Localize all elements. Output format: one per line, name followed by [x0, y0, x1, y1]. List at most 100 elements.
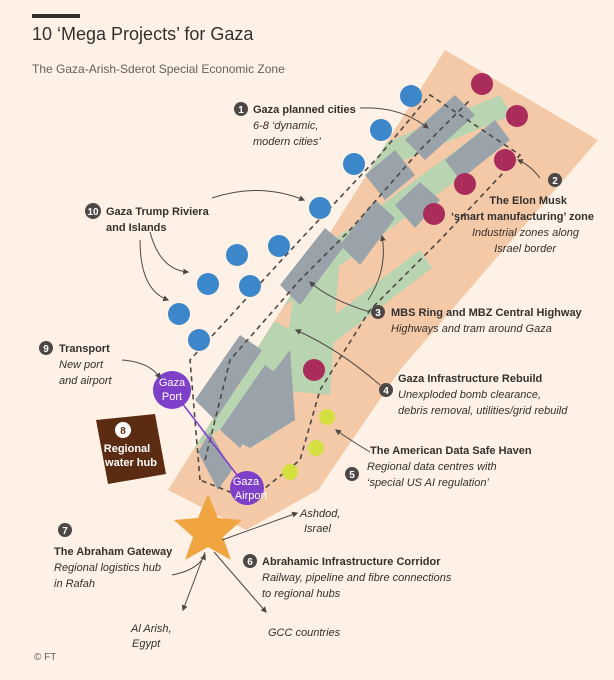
badge-8 — [115, 422, 131, 438]
project-1-desc-1: 6-8 ‘dynamic, — [253, 120, 318, 132]
data-haven-dots — [282, 409, 335, 480]
corridor-arrow-ashdod — [221, 511, 299, 541]
arish-label-1: Al Arish, — [130, 623, 172, 635]
airport-label-2: Airport — [235, 490, 267, 502]
city-block — [445, 120, 510, 180]
planned-city-dot — [197, 273, 219, 295]
badge-2-number: 2 — [552, 176, 558, 187]
port-airport-link — [171, 389, 248, 489]
project-3-desc-1: Highways and tram around Gaza — [391, 323, 552, 335]
project-10-name-2: and Islands — [106, 222, 167, 234]
corridor-arrow-arish — [181, 551, 206, 612]
planned-city-dot — [188, 329, 210, 351]
leader-7 — [171, 553, 206, 576]
project-7-desc-2: in Rafah — [54, 578, 95, 590]
industrial-dot — [494, 149, 516, 171]
planned-city-dot — [343, 153, 365, 175]
project-5-desc-1: Regional data centres with — [367, 461, 497, 473]
project-4-desc-2: debris removal, utilities/grid rebuild — [398, 405, 568, 417]
ashdod-label-1: Ashdod, — [299, 508, 340, 520]
water-hub-label-1: Regional — [104, 443, 150, 455]
industrial-dot — [303, 359, 325, 381]
planned-city-dot — [226, 244, 248, 266]
leader-10c — [139, 239, 170, 302]
leader-5 — [335, 429, 371, 453]
data-haven-dot — [319, 409, 335, 425]
project-5-name: The American Data Safe Haven — [370, 445, 532, 457]
badge-10 — [85, 203, 101, 219]
project-1-desc-2: modern cities’ — [253, 136, 321, 148]
leader-3b — [309, 281, 371, 313]
badge-4 — [379, 383, 393, 397]
city-block — [225, 350, 295, 448]
industrial-dot — [506, 105, 528, 127]
industrial-dot — [454, 173, 476, 195]
city-block — [198, 432, 232, 490]
data-haven-dot — [308, 440, 324, 456]
page-subtitle: The Gaza-Arish-Sderot Special Economic Z… — [32, 62, 285, 76]
leader-2 — [516, 159, 541, 179]
planned-city-dot — [400, 85, 422, 107]
badge-5-number: 5 — [349, 470, 355, 481]
ashdod-label-2: Israel — [304, 523, 331, 535]
industrial-dot — [423, 203, 445, 225]
project-6-desc-1: Railway, pipeline and fibre connections — [262, 572, 452, 584]
badge-10-number: 10 — [87, 207, 99, 218]
industrial-dot — [471, 73, 493, 95]
badge-9 — [39, 341, 53, 355]
project-9-name: Transport — [59, 343, 110, 355]
planned-city-dot — [268, 235, 290, 257]
badge-7 — [58, 523, 72, 537]
data-haven-dot — [282, 464, 298, 480]
badge-7-number: 7 — [62, 526, 68, 537]
project-4-name: Gaza Infrastructure Rebuild — [398, 373, 542, 385]
leader-1 — [359, 107, 429, 129]
copyright: © FT — [34, 652, 56, 663]
page-title: 10 ‘Mega Projects’ for Gaza — [32, 24, 254, 44]
badge-2 — [548, 173, 562, 187]
leader-3a — [367, 234, 386, 301]
central-highway — [204, 99, 471, 461]
gcc-label: GCC countries — [268, 627, 341, 639]
project-6-desc-2: to regional hubs — [262, 588, 341, 600]
project-6-name: Abrahamic Infrastructure Corridor — [262, 556, 441, 568]
abraham-gateway-star — [174, 494, 242, 560]
port-label-1: Gaza — [159, 377, 186, 389]
project-2-name-2: ‘smart manufacturing’ zone — [451, 211, 594, 223]
planned-city-dot — [168, 303, 190, 325]
badge-8-number: 8 — [120, 426, 126, 437]
arish-label-2: Egypt — [132, 638, 161, 650]
project-7-name: The Abraham Gateway — [54, 546, 173, 558]
badge-1-number: 1 — [238, 105, 244, 116]
planned-city-dot — [370, 119, 392, 141]
badge-4-number: 4 — [383, 386, 389, 397]
water-hub-label-2: water hub — [104, 457, 157, 469]
project-2-desc-1: Industrial zones along — [472, 227, 580, 239]
planned-city-dots — [168, 85, 422, 351]
city-block — [195, 335, 262, 420]
project-1-name: Gaza planned cities — [253, 104, 356, 116]
planned-city-dot — [309, 197, 331, 219]
city-block — [395, 182, 440, 228]
project-2-desc-2: Israel border — [494, 243, 557, 255]
airport-label-1: Gaza — [233, 476, 260, 488]
industrial-dots — [303, 73, 528, 381]
badge-5 — [345, 467, 359, 481]
gaza-port-marker — [153, 371, 191, 409]
badge-9-number: 9 — [43, 344, 49, 355]
badge-3-number: 3 — [375, 308, 381, 319]
leader-9 — [121, 359, 161, 380]
project-2-name: The Elon Musk — [489, 195, 568, 207]
project-9-desc-2: and airport — [59, 375, 113, 387]
port-label-2: Port — [162, 391, 182, 403]
corridor-arrow-gcc — [213, 551, 267, 613]
city-block — [365, 150, 415, 200]
project-9-desc-1: New port — [59, 359, 104, 371]
city-block — [340, 200, 395, 265]
badge-1 — [234, 102, 248, 116]
project-7-desc-1: Regional logistics hub — [54, 562, 161, 574]
badge-6 — [243, 554, 257, 568]
badge-3 — [371, 305, 385, 319]
leader-4 — [294, 329, 381, 386]
